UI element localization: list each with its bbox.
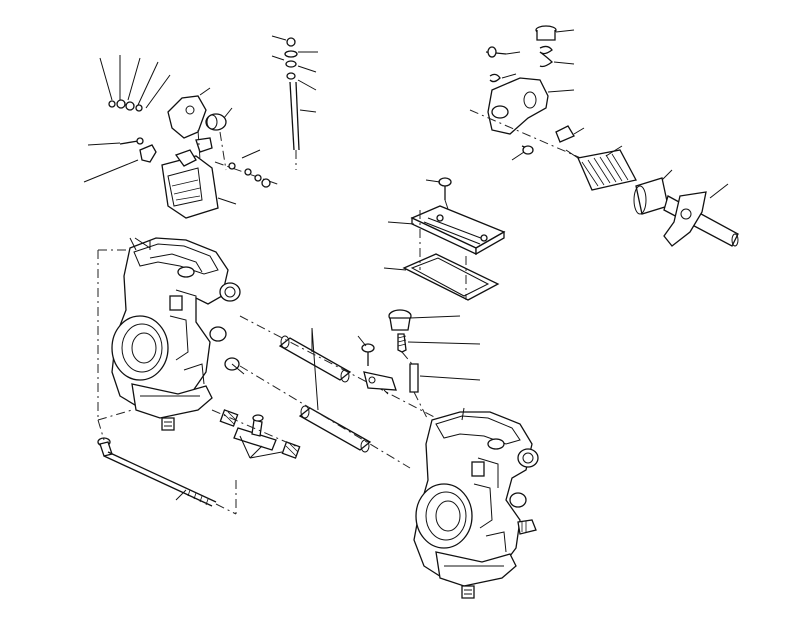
slide-plate-assembly [83,55,281,219]
mounting-bolt [97,419,237,515]
left-carburetor [97,237,245,431]
joint-pipes [239,315,441,469]
idle-screw-assembly [271,35,318,170]
fuel-tee-fitting [211,409,301,459]
throttle-shaft-assembly [469,25,739,247]
top-cover-assembly [383,177,506,301]
right-carburetor [357,309,539,599]
